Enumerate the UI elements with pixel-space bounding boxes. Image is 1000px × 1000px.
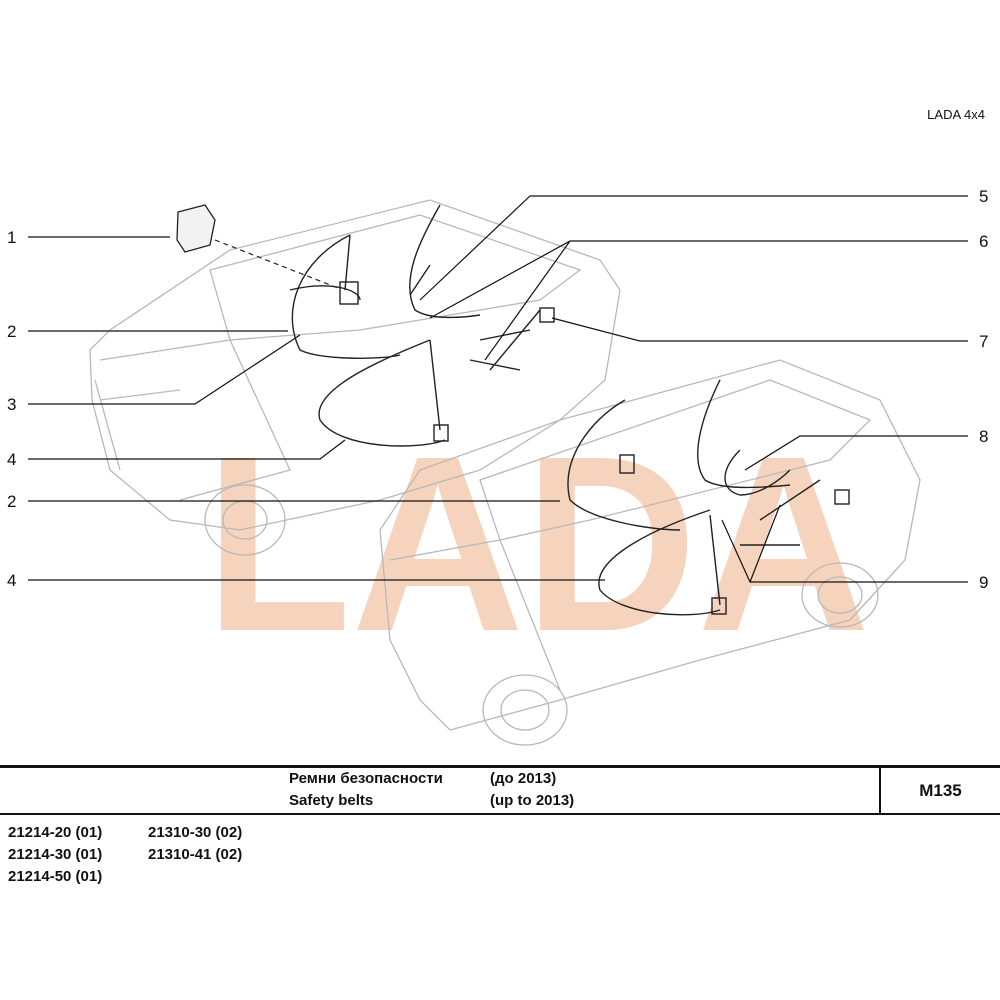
title-block-top-rule (0, 765, 1000, 768)
title-en: Safety belts (289, 792, 374, 809)
page-code: M135 (919, 781, 962, 800)
part-1-arrow (214, 239, 339, 289)
safety-belts-diagram: LADA (28, 195, 968, 746)
car-5door (379, 359, 921, 746)
part-1-cover (176, 204, 216, 253)
callout-9: 9 (979, 573, 989, 592)
watermark-logo: LADA (205, 404, 870, 683)
model-code: 21214-50 (01) (8, 868, 103, 885)
model-code: 21310-30 (02) (148, 824, 243, 841)
callout-1: 1 (7, 228, 17, 247)
model-code: 21214-20 (01) (8, 824, 103, 841)
callout-7: 7 (979, 332, 989, 351)
title-block-divider (879, 767, 881, 814)
callout-3: 3 (7, 395, 17, 414)
callout-2-lower: 2 (7, 492, 17, 511)
title-ru: Ремни безопасности (289, 770, 443, 787)
callout-2: 2 (7, 322, 17, 341)
belt-assemblies (289, 204, 850, 616)
period-en: (up to 2013) (490, 792, 575, 809)
model-code: 21310-41 (02) (148, 846, 243, 863)
model-code: 21214-30 (01) (8, 846, 103, 863)
callout-6: 6 (979, 232, 989, 251)
title-block-bottom-rule (0, 813, 1000, 815)
callout-5: 5 (979, 187, 989, 206)
leader-lines (28, 195, 968, 583)
callout-8: 8 (979, 427, 989, 446)
period-ru: (до 2013) (490, 770, 557, 787)
brand-label: LADA 4x4 (927, 107, 985, 122)
callout-4-lower: 4 (7, 571, 17, 590)
callout-4: 4 (7, 450, 17, 469)
